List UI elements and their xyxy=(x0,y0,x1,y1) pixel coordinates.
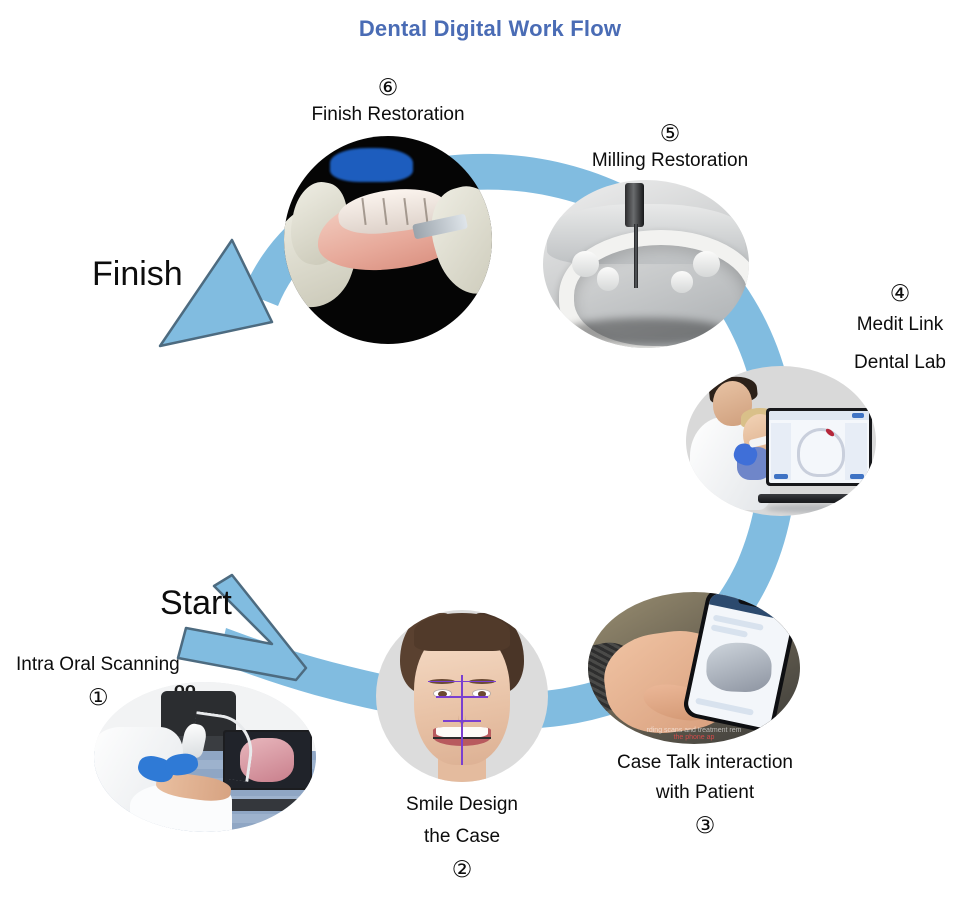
step-node-2[interactable] xyxy=(376,610,548,782)
step-node-5[interactable] xyxy=(543,180,749,348)
step-node-6[interactable] xyxy=(284,136,492,344)
step-4-label-line2: Dental Lab xyxy=(854,352,946,373)
step-4-label-line1: Medit Link xyxy=(856,314,944,335)
step-1-number: ① xyxy=(88,684,109,710)
step-1-label: Intra Oral Scanning xyxy=(16,654,180,675)
step-2-label-line2: the Case xyxy=(423,826,501,847)
step-node-1[interactable]: oo xyxy=(94,682,316,832)
page-title: Dental Digital Work Flow xyxy=(358,16,622,41)
step-4-number: ④ xyxy=(889,280,911,306)
start-arrowhead xyxy=(176,573,308,682)
finish-label: Finish xyxy=(92,255,183,293)
step-6-label: Finish Restoration xyxy=(311,104,465,125)
step-3-photo: rding scans and treatment rem the phone … xyxy=(588,592,800,744)
step-node-3[interactable]: rding scans and treatment rem the phone … xyxy=(588,592,800,744)
start-label: Start xyxy=(160,584,232,622)
step-1-photo: oo xyxy=(94,682,316,832)
step-3-number: ③ xyxy=(694,812,716,838)
step-6-photo xyxy=(284,136,492,344)
step-2-number: ② xyxy=(451,856,473,882)
step-node-4[interactable] xyxy=(686,366,876,516)
step-6-number: ⑥ xyxy=(377,74,399,100)
step-3-label-line1: Case Talk interaction xyxy=(616,752,794,773)
step-5-label: Milling Restoration xyxy=(591,150,749,171)
step-4-photo xyxy=(686,366,876,516)
step-5-number: ⑤ xyxy=(659,120,681,146)
step-3-label-line2: with Patient xyxy=(655,782,755,803)
step-5-photo xyxy=(543,180,749,348)
step-2-label-line1: Smile Design xyxy=(406,794,518,815)
step-3-photo-caption: rding scans and treatment rem the phone … xyxy=(644,726,744,741)
step-2-photo xyxy=(376,610,548,782)
finish-arrowhead xyxy=(158,238,274,348)
